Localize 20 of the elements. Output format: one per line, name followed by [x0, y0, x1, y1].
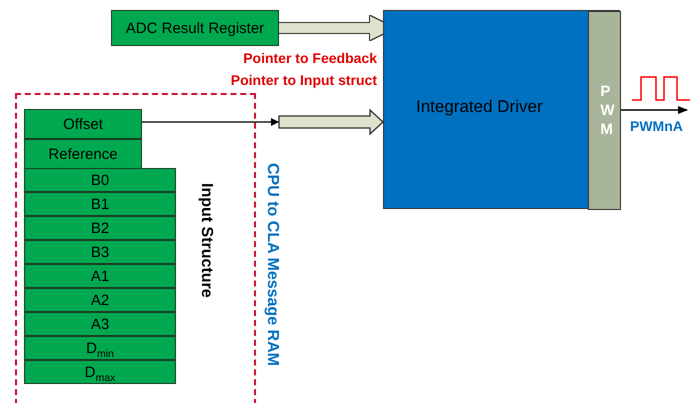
- register-field: B3: [24, 240, 176, 264]
- register-field: A2: [24, 288, 176, 312]
- register-field: D$_{max}$: [24, 360, 176, 384]
- signal-label: PWMnA: [630, 118, 691, 140]
- register-field: A1: [24, 264, 176, 288]
- driver-block: [383, 10, 620, 209]
- block-arrow: [140, 109, 384, 135]
- arrow: [620, 106, 688, 114]
- register-field: Offset: [24, 109, 142, 139]
- register-field: A3: [24, 312, 176, 336]
- register-field: B2: [24, 216, 176, 240]
- pwm-band: PWM: [588, 11, 621, 210]
- region-title: CPU to CLA Message RAM: [263, 163, 281, 366]
- register-field: B1: [24, 192, 176, 216]
- register-field: Reference: [24, 139, 142, 169]
- register-box: ADC Result Register: [111, 10, 279, 46]
- block-title: Integrated Driver: [416, 97, 543, 117]
- register-field: B0: [24, 168, 176, 192]
- register-field: D$_{min}$: [24, 336, 176, 360]
- structure-label: Input Structure: [197, 183, 215, 298]
